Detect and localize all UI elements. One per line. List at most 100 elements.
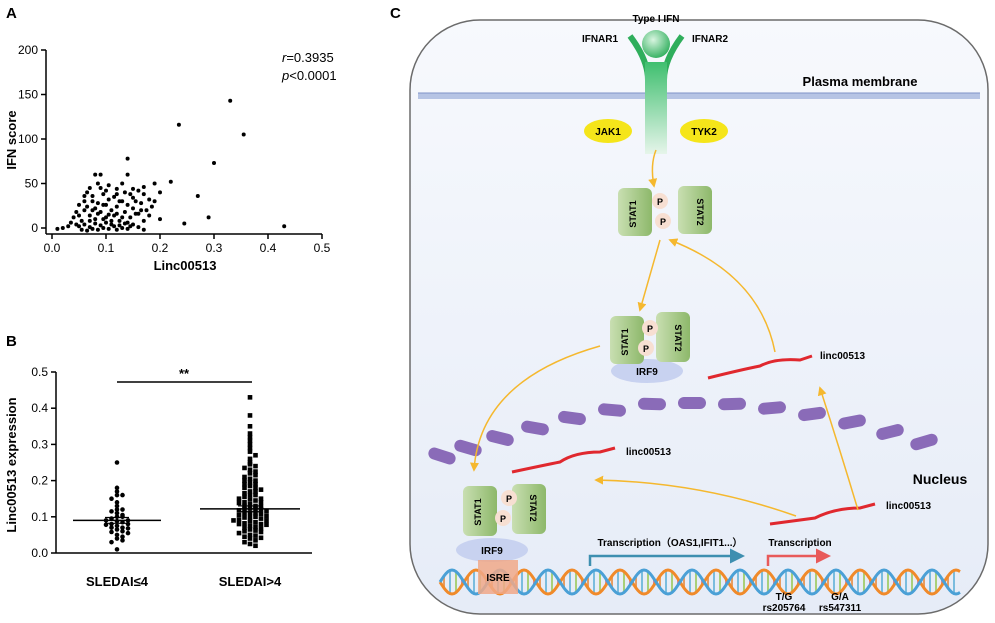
- irf9-oval: [611, 359, 683, 383]
- dot-point: [253, 485, 258, 491]
- panel-b-ylabel: Linc00513 expression: [4, 397, 19, 532]
- scatter-point: [176, 122, 181, 127]
- dot-point: [114, 547, 120, 552]
- panel-a-letter: A: [6, 5, 17, 22]
- dot-point: [125, 526, 131, 531]
- scatter-point: [106, 212, 111, 217]
- scatter-point: [101, 226, 106, 230]
- scatter-point: [212, 161, 216, 166]
- p-annotation: p<0.0001: [281, 68, 337, 83]
- phospho-label: P: [506, 494, 512, 504]
- tyk2-oval: [680, 119, 728, 143]
- snp2-id: rs547311: [819, 603, 862, 614]
- dot-point: [247, 523, 253, 529]
- stat1-label: STAT1: [628, 200, 638, 227]
- scatter-point: [104, 220, 108, 225]
- dot-point: [264, 509, 269, 514]
- dot-point: [247, 532, 253, 538]
- scatter-point: [149, 204, 154, 209]
- dot-point: [247, 438, 253, 444]
- scatter-point: [206, 215, 211, 220]
- dot-point: [242, 525, 247, 530]
- dot-point: [242, 534, 247, 540]
- irf9-oval: [456, 538, 528, 562]
- dot-point: [236, 512, 242, 518]
- scatter-point: [85, 204, 90, 209]
- dot-point: [236, 500, 242, 506]
- dot-point: [109, 496, 114, 502]
- scatter-point: [74, 209, 79, 214]
- scatter-point: [182, 221, 187, 226]
- ligand-label: Type I IFN: [632, 14, 679, 25]
- dot-point: [247, 434, 253, 440]
- scatter-point: [109, 218, 114, 223]
- dot-point: [253, 469, 258, 474]
- dot-point: [242, 474, 247, 480]
- dot-point: [114, 489, 120, 494]
- scatter-point: [60, 226, 65, 230]
- dot-point: [247, 413, 253, 418]
- r-value: =0.3935: [286, 50, 333, 65]
- dot-point: [242, 465, 247, 471]
- stat-complex-2: IRF9 P P STAT1 STAT2: [610, 312, 690, 383]
- x-tick-label: 0.5: [314, 241, 331, 255]
- scatter-point: [74, 222, 79, 227]
- dot-point: [253, 528, 258, 533]
- scatter-point: [139, 201, 144, 206]
- scatter-point: [152, 199, 157, 204]
- scatter-point: [120, 226, 125, 230]
- ifn-ligand: [642, 30, 670, 58]
- dot-point: [114, 536, 120, 541]
- dot-point: [109, 539, 114, 545]
- phospho-label: P: [500, 514, 506, 524]
- dot-point: [264, 518, 269, 523]
- p-value: <0.0001: [289, 68, 336, 83]
- panel-b-points: [73, 395, 300, 552]
- scatter-point: [131, 186, 135, 191]
- dot-point: [109, 509, 114, 514]
- dot-point: [247, 456, 253, 462]
- p-symbol: p: [281, 68, 289, 83]
- snp1-allele: T/G: [776, 592, 793, 603]
- scatter-point: [90, 199, 95, 204]
- scatter-point: [125, 226, 130, 231]
- phospho-label: P: [657, 197, 663, 207]
- dot-point: [258, 500, 264, 505]
- dot-point: [247, 536, 253, 541]
- dot-point: [258, 511, 264, 517]
- phospho-circle: [655, 213, 671, 229]
- nuclear-envelope-segment: [558, 410, 586, 426]
- scatter-point: [85, 228, 90, 233]
- dot-point: [247, 480, 253, 485]
- phospho-label: P: [643, 344, 649, 354]
- scatter-point: [141, 185, 146, 190]
- stat1-block: [618, 188, 652, 236]
- dot-point: [242, 494, 247, 500]
- scatter-point: [98, 223, 103, 228]
- scatter-point: [90, 226, 95, 231]
- category-label-1: SLEDAI≤4: [86, 574, 149, 589]
- y-tick-label: 0.3: [31, 437, 48, 451]
- dot-point: [114, 460, 120, 465]
- dot-point: [258, 487, 264, 492]
- scatter-point: [112, 224, 117, 229]
- transcription-arrow-genes: [588, 548, 745, 566]
- significance-stars: **: [179, 366, 190, 381]
- dot-point: [120, 528, 125, 534]
- dot-point: [231, 518, 236, 523]
- phospho-circle: [495, 510, 511, 526]
- stat-complex-1: P P STAT1 STAT2: [618, 186, 712, 236]
- dot-point: [253, 452, 258, 458]
- scatter-point: [82, 193, 87, 198]
- dot-point: [114, 532, 120, 538]
- nuclear-envelope-segment: [486, 430, 514, 446]
- dot-point: [258, 516, 264, 521]
- dot-point: [247, 449, 253, 454]
- dot-point: [258, 535, 264, 541]
- dot-point: [258, 526, 264, 531]
- dot-point: [247, 395, 253, 400]
- dot-point: [236, 530, 242, 536]
- scatter-point: [87, 218, 92, 223]
- dot-point: [247, 514, 253, 520]
